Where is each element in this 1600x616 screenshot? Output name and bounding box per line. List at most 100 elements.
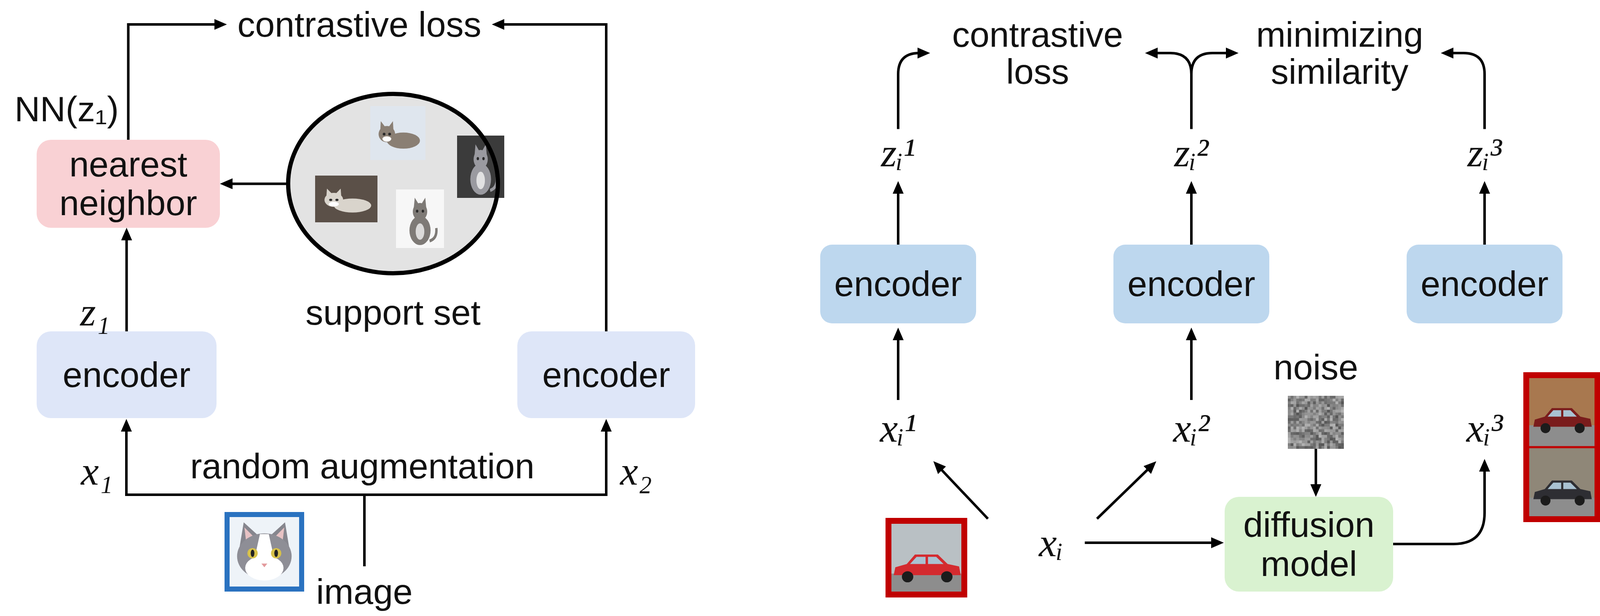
noise-texture (1332, 398, 1336, 402)
noise-texture (1329, 443, 1333, 447)
node-text: nearest neighbor (36, 144, 220, 223)
noise-texture (1290, 432, 1294, 436)
noise-texture (1290, 426, 1294, 430)
noise-texture (1332, 432, 1336, 436)
noise-texture (1318, 412, 1322, 416)
noise-texture (1335, 401, 1339, 405)
noise-texture (1327, 398, 1330, 402)
noise-texture (1316, 423, 1320, 427)
noise-texture (1296, 409, 1300, 413)
node-text: support set (305, 293, 481, 332)
noise-texture (1324, 415, 1328, 419)
noise-texture (1318, 404, 1322, 408)
noise-texture (1335, 429, 1339, 433)
noise-texture (1335, 409, 1339, 413)
noise-texture (1318, 415, 1322, 419)
noise-texture (1304, 412, 1308, 416)
noise-texture (1321, 421, 1325, 425)
noise-texture (1332, 437, 1336, 441)
car-photo (888, 521, 965, 595)
noise-texture (1296, 443, 1300, 447)
noise-texture (1307, 409, 1311, 413)
noise-texture (1318, 398, 1322, 402)
noise-texture (1293, 426, 1297, 430)
noise-texture (1332, 423, 1336, 427)
noise-texture (1316, 395, 1320, 399)
noise-texture (1340, 440, 1344, 444)
noise-texture (1287, 407, 1291, 411)
support-cat-photo (315, 175, 378, 223)
node-text: encoder (56, 355, 198, 395)
noise-texture (1304, 429, 1308, 433)
noise-texture (1316, 443, 1320, 447)
noise-texture (1340, 421, 1344, 425)
embedding-symbol: zᵢ³ (1467, 131, 1502, 175)
noise-texture (1335, 398, 1339, 402)
noise-texture (1327, 440, 1330, 444)
generated-car-photos (1526, 446, 1598, 449)
noise-texture (1338, 398, 1342, 402)
noise-texture (1327, 418, 1330, 422)
noise-texture (1318, 418, 1322, 422)
noise-texture (1332, 418, 1336, 422)
noise-texture (1310, 423, 1314, 427)
noise-texture (1327, 443, 1330, 447)
embedding-symbol: zᵢ¹ (880, 131, 916, 175)
noise-texture (1299, 395, 1303, 399)
noise-texture (1296, 429, 1300, 433)
noise-texture (1293, 401, 1297, 405)
noise-texture (1301, 435, 1305, 439)
support-cat-photo (370, 106, 426, 161)
noise-texture (1318, 409, 1322, 413)
noise-texture (1310, 437, 1314, 441)
noise-texture (1324, 398, 1328, 402)
noise-texture (1287, 418, 1291, 422)
noise-texture (1327, 404, 1330, 408)
noise-texture (1321, 398, 1325, 402)
noise-texture (1340, 435, 1344, 439)
noise-texture (1316, 398, 1320, 402)
pipeline-arrows (1096, 463, 1154, 520)
noise-texture (1287, 415, 1291, 419)
noise-texture (1287, 395, 1291, 399)
pipeline-arrows (935, 463, 988, 520)
noise-texture (1340, 404, 1344, 408)
noise-texture (1293, 423, 1297, 427)
augmentation-wires (125, 493, 608, 497)
noise-texture (1324, 429, 1328, 433)
noise-texture (1304, 437, 1308, 441)
view-symbol: xᵢ² (1173, 407, 1210, 450)
view-symbol: xᵢ¹ (880, 407, 917, 450)
noise-texture (1335, 432, 1339, 436)
noise-texture (1296, 426, 1300, 430)
noise-texture (1327, 429, 1330, 433)
noise-texture (1321, 440, 1325, 444)
noise-texture (1318, 432, 1322, 436)
noise-texture (1321, 423, 1325, 427)
noise-texture (1327, 407, 1330, 411)
noise-texture (1332, 443, 1336, 447)
noise-texture (1290, 407, 1294, 411)
noise-texture (1332, 401, 1336, 405)
generated-car-photos (1526, 447, 1598, 520)
noise-texture (1338, 435, 1342, 439)
noise-texture (1287, 401, 1291, 405)
input-cat-photo (227, 514, 302, 590)
noise-texture (1321, 435, 1325, 439)
noise-texture (1332, 446, 1336, 450)
noise-texture (1318, 401, 1322, 405)
noise-texture (1293, 395, 1297, 399)
noise-texture (1324, 401, 1328, 405)
noise-texture (1321, 418, 1325, 422)
generated-car-photos (1526, 375, 1598, 447)
noise-texture (1340, 412, 1344, 416)
noise-texture (1287, 412, 1291, 416)
noise-texture (1332, 395, 1336, 399)
generated-car-photos (1526, 408, 1598, 447)
noise-texture (1327, 437, 1330, 441)
noise-texture (1316, 421, 1320, 425)
loss-arrow (128, 24, 224, 140)
noise-texture (1313, 409, 1317, 413)
noise-texture (1324, 409, 1328, 413)
noise-texture (1301, 432, 1305, 436)
